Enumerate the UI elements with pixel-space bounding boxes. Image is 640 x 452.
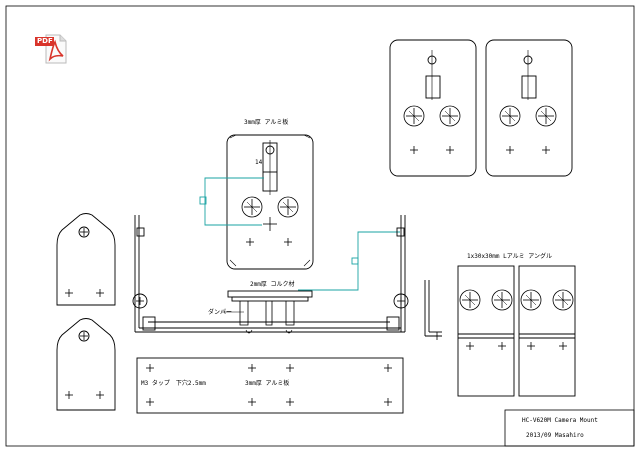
top-right-plate-a: [389, 39, 477, 177]
pdf-icon[interactable]: PDF: [34, 34, 68, 64]
label-dimension-14: 14: [255, 159, 263, 166]
label-cork: 2mm厚 コルク材: [250, 281, 295, 288]
title-block-box: [504, 409, 635, 447]
bottom-plate-drawing: [136, 357, 404, 414]
pdf-badge: PDF: [37, 37, 53, 45]
label-plate-bottom: 3mm厚 アルミ板: [245, 380, 290, 387]
angle-piece-right: [518, 265, 576, 397]
title-block-date-author: 2013/09 Masahiro: [526, 432, 584, 439]
angle-piece-left: [457, 265, 515, 397]
left-plate-upper: [56, 213, 116, 306]
left-plate-lower: [56, 318, 116, 411]
dimension-lines: [199, 177, 400, 291]
label-plate-top: 3mm厚 アルミ板: [244, 119, 289, 126]
label-tap: M3 タップ 下穴2.5mm: [141, 380, 206, 387]
label-angle: 1x30x30mm Lアルミ アングル: [467, 253, 553, 260]
front-assembly: [132, 215, 442, 341]
top-right-plate-b: [485, 39, 573, 177]
title-block-name: HC-V620M Camera Mount: [522, 417, 598, 424]
top-plate-drawing: [226, 134, 314, 270]
label-damper: ダンパー: [208, 309, 233, 316]
drawing-frame: [5, 5, 635, 447]
